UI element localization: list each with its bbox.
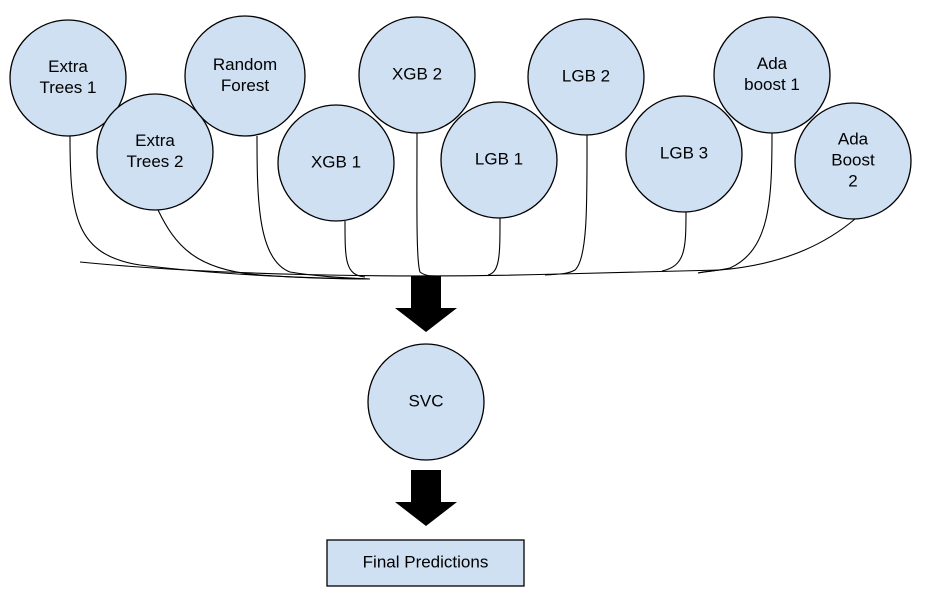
ada-boost-2-label-line-3: 2: [848, 171, 857, 190]
lgb-3-label-line-1: LGB 3: [660, 143, 708, 162]
ada-boost-1-label-line-1: Ada: [757, 54, 788, 73]
down-arrow-icon: [395, 276, 457, 332]
lgb-2-circle: [527, 18, 645, 136]
xgb-2-circle: [358, 16, 476, 134]
lgb-3-circle: [625, 95, 743, 213]
xgb-1-circle: [277, 104, 395, 222]
extra-trees-1-label-line-2: Trees 1: [39, 78, 96, 97]
extra-trees-2-circle: [96, 93, 214, 211]
connector-line-6: [487, 217, 501, 276]
xgb-1-label-line-1: XGB 1: [311, 152, 361, 171]
connector-line-3: [256, 135, 371, 280]
node-final-predictions: Final Predictions: [326, 539, 525, 587]
ada-boost-2-label-line-2: Boost: [831, 150, 875, 169]
node-xgb-2: XGB 2: [358, 16, 476, 134]
connector-line-5: [416, 132, 441, 277]
ada-boost-1-circle: [713, 16, 831, 134]
connector-line-11: [79, 261, 721, 277]
node-ada-boost-1: Ada boost 1: [713, 16, 831, 134]
connector-line-4: [344, 220, 366, 278]
ada-boost-2-circle: [794, 102, 912, 220]
lgb-1-label-line-1: LGB 1: [475, 149, 523, 168]
extra-trees-2-label-line-2: Trees 2: [126, 152, 183, 171]
connector-line-8: [661, 211, 687, 272]
extra-trees-1-label-line-1: Extra: [48, 57, 88, 76]
extra-trees-2-label-line-1: Extra: [135, 131, 175, 150]
connector-lines: [69, 132, 856, 280]
node-xgb-1: XGB 1: [277, 104, 395, 222]
node-svc: SVC: [367, 343, 485, 461]
node-lgb-3: LGB 3: [625, 95, 743, 213]
flow-section: SVC Final Predictions: [326, 276, 525, 587]
node-lgb-2: LGB 2: [527, 18, 645, 136]
final-predictions-box: [326, 539, 525, 587]
svc-label-line-1: SVC: [409, 391, 444, 410]
down-arrow-icon: [395, 470, 457, 526]
ada-boost-1-label-line-2: boost 1: [744, 75, 800, 94]
lgb-1-circle: [440, 101, 558, 219]
connector-line-10: [697, 218, 856, 274]
final-predictions-label: Final Predictions: [363, 552, 489, 571]
random-forest-label-line-1: Random: [213, 55, 277, 74]
xgb-2-label-line-1: XGB 2: [392, 64, 442, 83]
extra-trees-1-circle: [9, 19, 127, 137]
node-lgb-1: LGB 1: [440, 101, 558, 219]
connector-line-2: [157, 209, 371, 280]
lgb-2-label-line-1: LGB 2: [562, 66, 610, 85]
ada-boost-2-label-line-1: Ada: [838, 129, 869, 148]
svc-circle: [367, 343, 485, 461]
random-forest-circle: [184, 15, 306, 137]
random-forest-label-line-2: Forest: [221, 76, 269, 95]
